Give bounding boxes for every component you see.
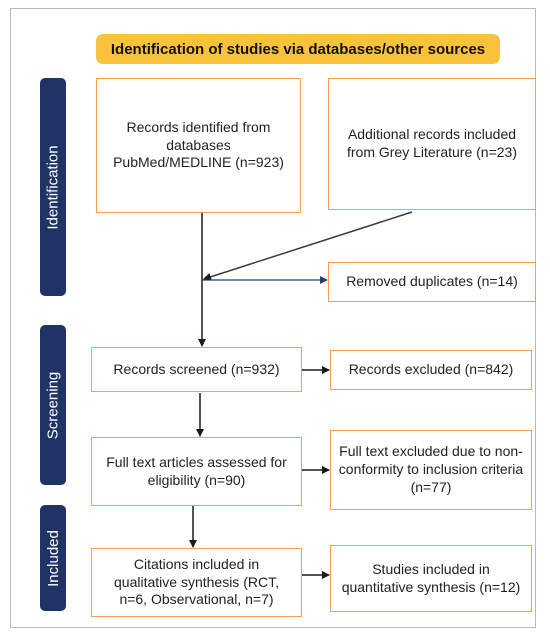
arrow-grey-literature-merge (203, 211, 413, 281)
phase-label-included: Included (40, 505, 66, 611)
box-full-text-excluded: Full text excluded due to non- conformit… (330, 430, 532, 510)
box-records-screened: Records screened (n=932) (91, 347, 302, 392)
phase-label-screening: Screening (40, 325, 66, 485)
box-removed-duplicates: Removed duplicates (n=14) (328, 262, 536, 302)
box-full-text-excluded-text: Full text excluded due to non- conformit… (338, 443, 524, 495)
diagram-title-text: Identification of studies via databases/… (110, 40, 486, 58)
box-records-excluded: Records excluded (n=842) (330, 350, 532, 390)
box-records-screened-text: Records screened (n=932) (113, 360, 280, 377)
box-qualitative-synthesis-text: Citations included in qualitative synthe… (114, 555, 279, 608)
box-records-identified: Records identified from databases PubMed… (96, 78, 301, 213)
box-full-text-assessed: Full text articles assessed for eligibil… (91, 437, 302, 506)
box-records-identified-text: Records identified from databases PubMed… (113, 118, 284, 171)
diagram-title: Identification of studies via databases/… (96, 34, 500, 64)
phase-label-identification: Identification (40, 78, 66, 296)
box-removed-duplicates-text: Removed duplicates (n=14) (346, 273, 518, 290)
box-records-excluded-text: Records excluded (n=842) (348, 361, 514, 378)
box-grey-literature: Additional records included from Grey Li… (328, 78, 536, 210)
box-grey-literature-text: Additional records included from Grey Li… (346, 126, 517, 160)
box-quantitative-synthesis: Studies included in quantitative synthes… (330, 545, 532, 612)
box-full-text-assessed-text: Full text articles assessed for eligibil… (106, 453, 287, 488)
box-qualitative-synthesis: Citations included in qualitative synthe… (91, 548, 302, 617)
box-quantitative-synthesis-text: Studies included in quantitative synthes… (341, 560, 521, 595)
